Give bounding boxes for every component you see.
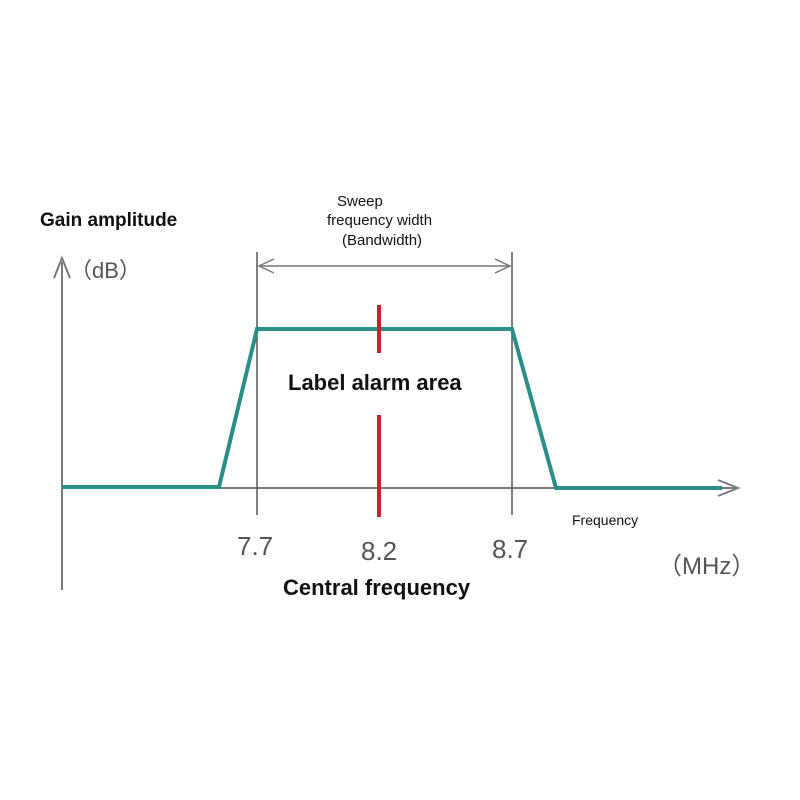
response-curve — [62, 327, 722, 490]
x-axis-title: Frequency — [572, 512, 639, 528]
arrow-right-icon — [717, 479, 741, 497]
tick-label-7-7: 7.7 — [237, 531, 274, 561]
tick-label-8-2: 8.2 — [361, 536, 398, 566]
alarm-area-label: Label alarm area — [288, 370, 462, 395]
y-axis-title: Gain amplitude — [40, 210, 178, 231]
double-arrow-icon — [257, 258, 512, 274]
tick-label-8-7: 8.7 — [492, 534, 529, 564]
bandwidth-label-line3: (Bandwidth) — [342, 232, 423, 249]
center-frequency-caption: Central frequency — [283, 575, 471, 600]
y-axis-unit: （dB） — [70, 258, 141, 283]
arrow-up-icon — [53, 255, 71, 279]
x-axis-unit: （MHz） — [658, 553, 756, 580]
bandwidth-label-line1: Sweep — [337, 193, 383, 210]
bandwidth-label-line2: frequency width — [327, 212, 433, 229]
